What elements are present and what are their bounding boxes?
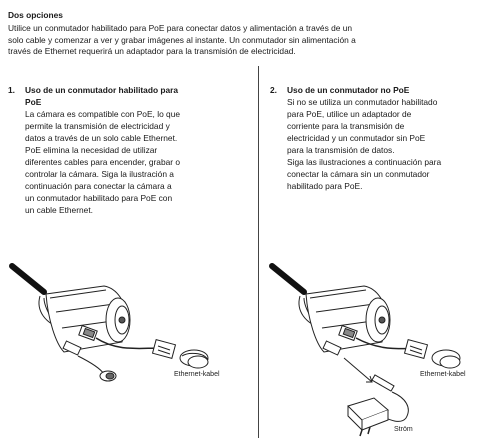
intro-line: través de Ethernet requerirá un adaptado… xyxy=(8,46,296,57)
option-1-title-line: PoE xyxy=(25,97,42,107)
option-1-body-line: controlar la cámara. Siga la ilustración… xyxy=(25,169,174,179)
option-1-body: La cámara es compatible con PoE, lo que … xyxy=(25,108,248,216)
option-1-number: 1. xyxy=(8,85,15,95)
intro-paragraph: Utilice un conmutador habilitado para Po… xyxy=(8,23,494,58)
option-1-body-line: continuación para conectar la cámara a xyxy=(25,181,172,191)
intro-line: solo cable y comenzar a ver y grabar imá… xyxy=(8,34,356,45)
option-2-body-line: habilitado para PoE. xyxy=(287,181,363,191)
option-1-body-line: diferentes cables para encender, grabar … xyxy=(25,157,181,167)
option-1-body-line: La cámara es compatible con PoE, lo que xyxy=(25,109,181,119)
option-2-body-line: corriente para la transmisión de xyxy=(287,121,405,131)
non-poe-connection-illustration: Ethernet-kabel Ström xyxy=(266,258,492,438)
option-2: 2. Uso de un conmutador no PoE Si no se … xyxy=(270,84,496,192)
section-heading: Dos opciones xyxy=(8,10,63,20)
option-1-body-line: datos a través de un solo cable Ethernet… xyxy=(25,133,178,143)
option-2-body-line: Si no se utiliza un conmutador habilitad… xyxy=(287,97,438,107)
option-2-title: Uso de un conmutador no PoE xyxy=(287,84,496,96)
option-1-body-line: un cable Ethernet. xyxy=(25,205,93,215)
option-2-body-line: electricidad y un conmutador sin PoE xyxy=(287,133,426,143)
option-2-body-line: Siga las ilustraciones a continuación pa… xyxy=(287,157,442,167)
ethernet-cable-label: Ethernet-kabel xyxy=(420,371,466,378)
option-1-title: Uso de un conmutador habilitado para PoE xyxy=(25,84,248,108)
ethernet-cable-label: Ethernet-kabel xyxy=(174,371,220,378)
option-2-body-line: para PoE, utilice un adaptador de xyxy=(287,109,412,119)
option-1-body-line: un conmutador habilitado para PoE con xyxy=(25,193,173,203)
option-1: 1. Uso de un conmutador habilitado para … xyxy=(8,84,248,216)
power-cable-label: Ström xyxy=(394,426,413,433)
option-2-body-line: conectar la cámara sin un conmutador xyxy=(287,169,430,179)
column-divider xyxy=(258,66,259,438)
camera-ethernet-power-drawing xyxy=(269,263,461,437)
option-1-title-line: Uso de un conmutador habilitado para xyxy=(25,85,179,95)
option-2-number: 2. xyxy=(270,85,277,95)
option-1-body-line: permite la transmisión de electricidad y xyxy=(25,121,170,131)
option-2-title-line: Uso de un conmutador no PoE xyxy=(287,85,410,95)
poe-connection-illustration: Ethernet-kabel xyxy=(4,258,254,388)
option-2-body-line: para la transmisión de datos. xyxy=(287,145,395,155)
option-1-body-line: PoE elimina la necesidad de utilizar xyxy=(25,145,158,155)
camera-ethernet-drawing xyxy=(9,263,209,382)
option-2-body: Si no se utiliza un conmutador habilitad… xyxy=(287,96,496,192)
intro-line: Utilice un conmutador habilitado para Po… xyxy=(8,23,353,33)
